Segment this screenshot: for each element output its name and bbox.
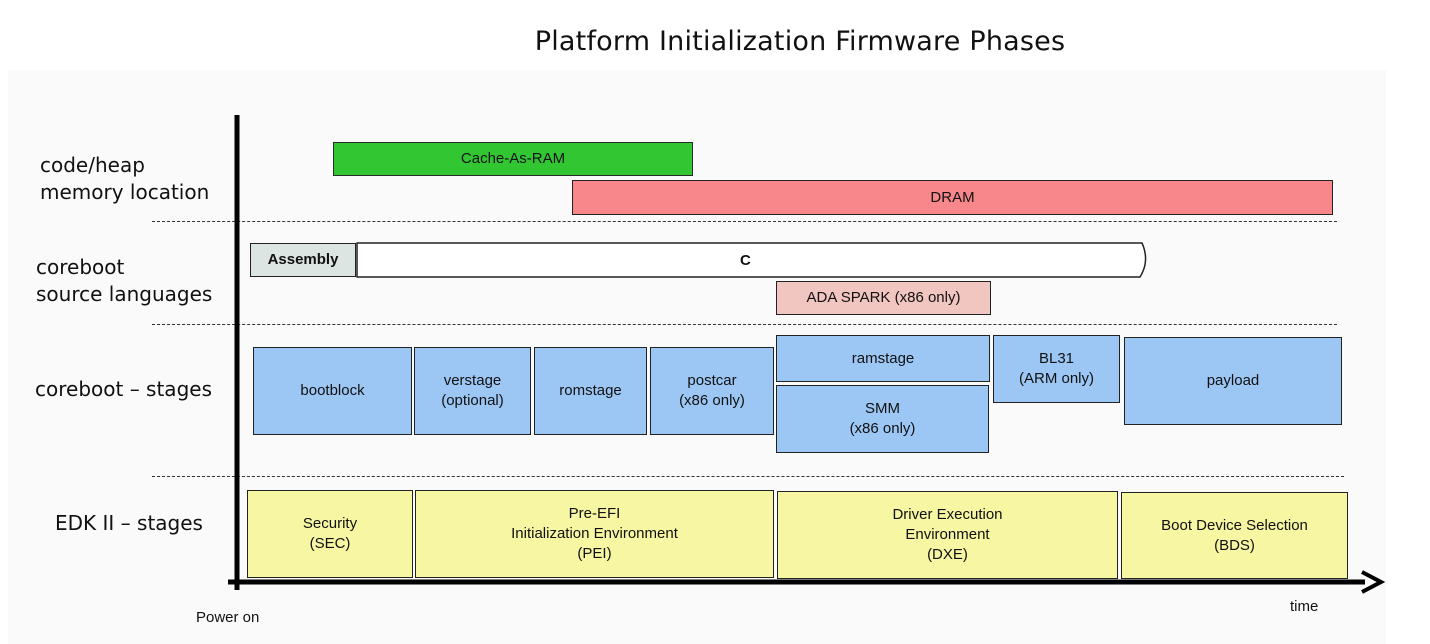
dram-bar: DRAM xyxy=(572,180,1333,215)
stage-ramstage: ramstage xyxy=(776,335,990,382)
ada-spark-bar: ADA SPARK (x86 only) xyxy=(776,281,991,315)
edk2-sec: Security (SEC) xyxy=(247,490,413,578)
stage-smm: SMM (x86 only) xyxy=(776,385,989,453)
row-label-languages: coreboot source languages xyxy=(36,255,213,306)
row-separator xyxy=(152,476,1344,477)
stage-bl31: BL31 (ARM only) xyxy=(993,335,1120,403)
axis-end-label: time xyxy=(1290,598,1319,615)
row-label-memory: code/heap memory location xyxy=(40,153,210,204)
row-separator xyxy=(152,324,1337,325)
row-separator xyxy=(152,221,1337,222)
stage-postcar: postcar (x86 only) xyxy=(650,347,774,435)
stage-payload: payload xyxy=(1124,337,1342,425)
edk2-dxe: Driver Execution Environment (DXE) xyxy=(777,491,1118,579)
row-label-edk2: EDK II – stages xyxy=(55,511,203,535)
assembly-bar: Assembly xyxy=(250,243,356,277)
edk2-bds: Boot Device Selection (BDS) xyxy=(1121,492,1348,579)
c-language-label: C xyxy=(740,252,751,269)
edk2-pei: Pre-EFI Initialization Environment (PEI) xyxy=(415,490,774,578)
axis-start-label: Power on xyxy=(196,609,260,626)
stage-verstage: verstage (optional) xyxy=(414,347,531,435)
row-label-stages: coreboot – stages xyxy=(35,377,212,401)
stage-bootblock: bootblock xyxy=(253,347,412,435)
stage-romstage: romstage xyxy=(534,347,647,435)
cache-as-ram-bar: Cache-As-RAM xyxy=(333,142,693,176)
diagram-title: Platform Initialization Firmware Phases xyxy=(534,26,1066,57)
